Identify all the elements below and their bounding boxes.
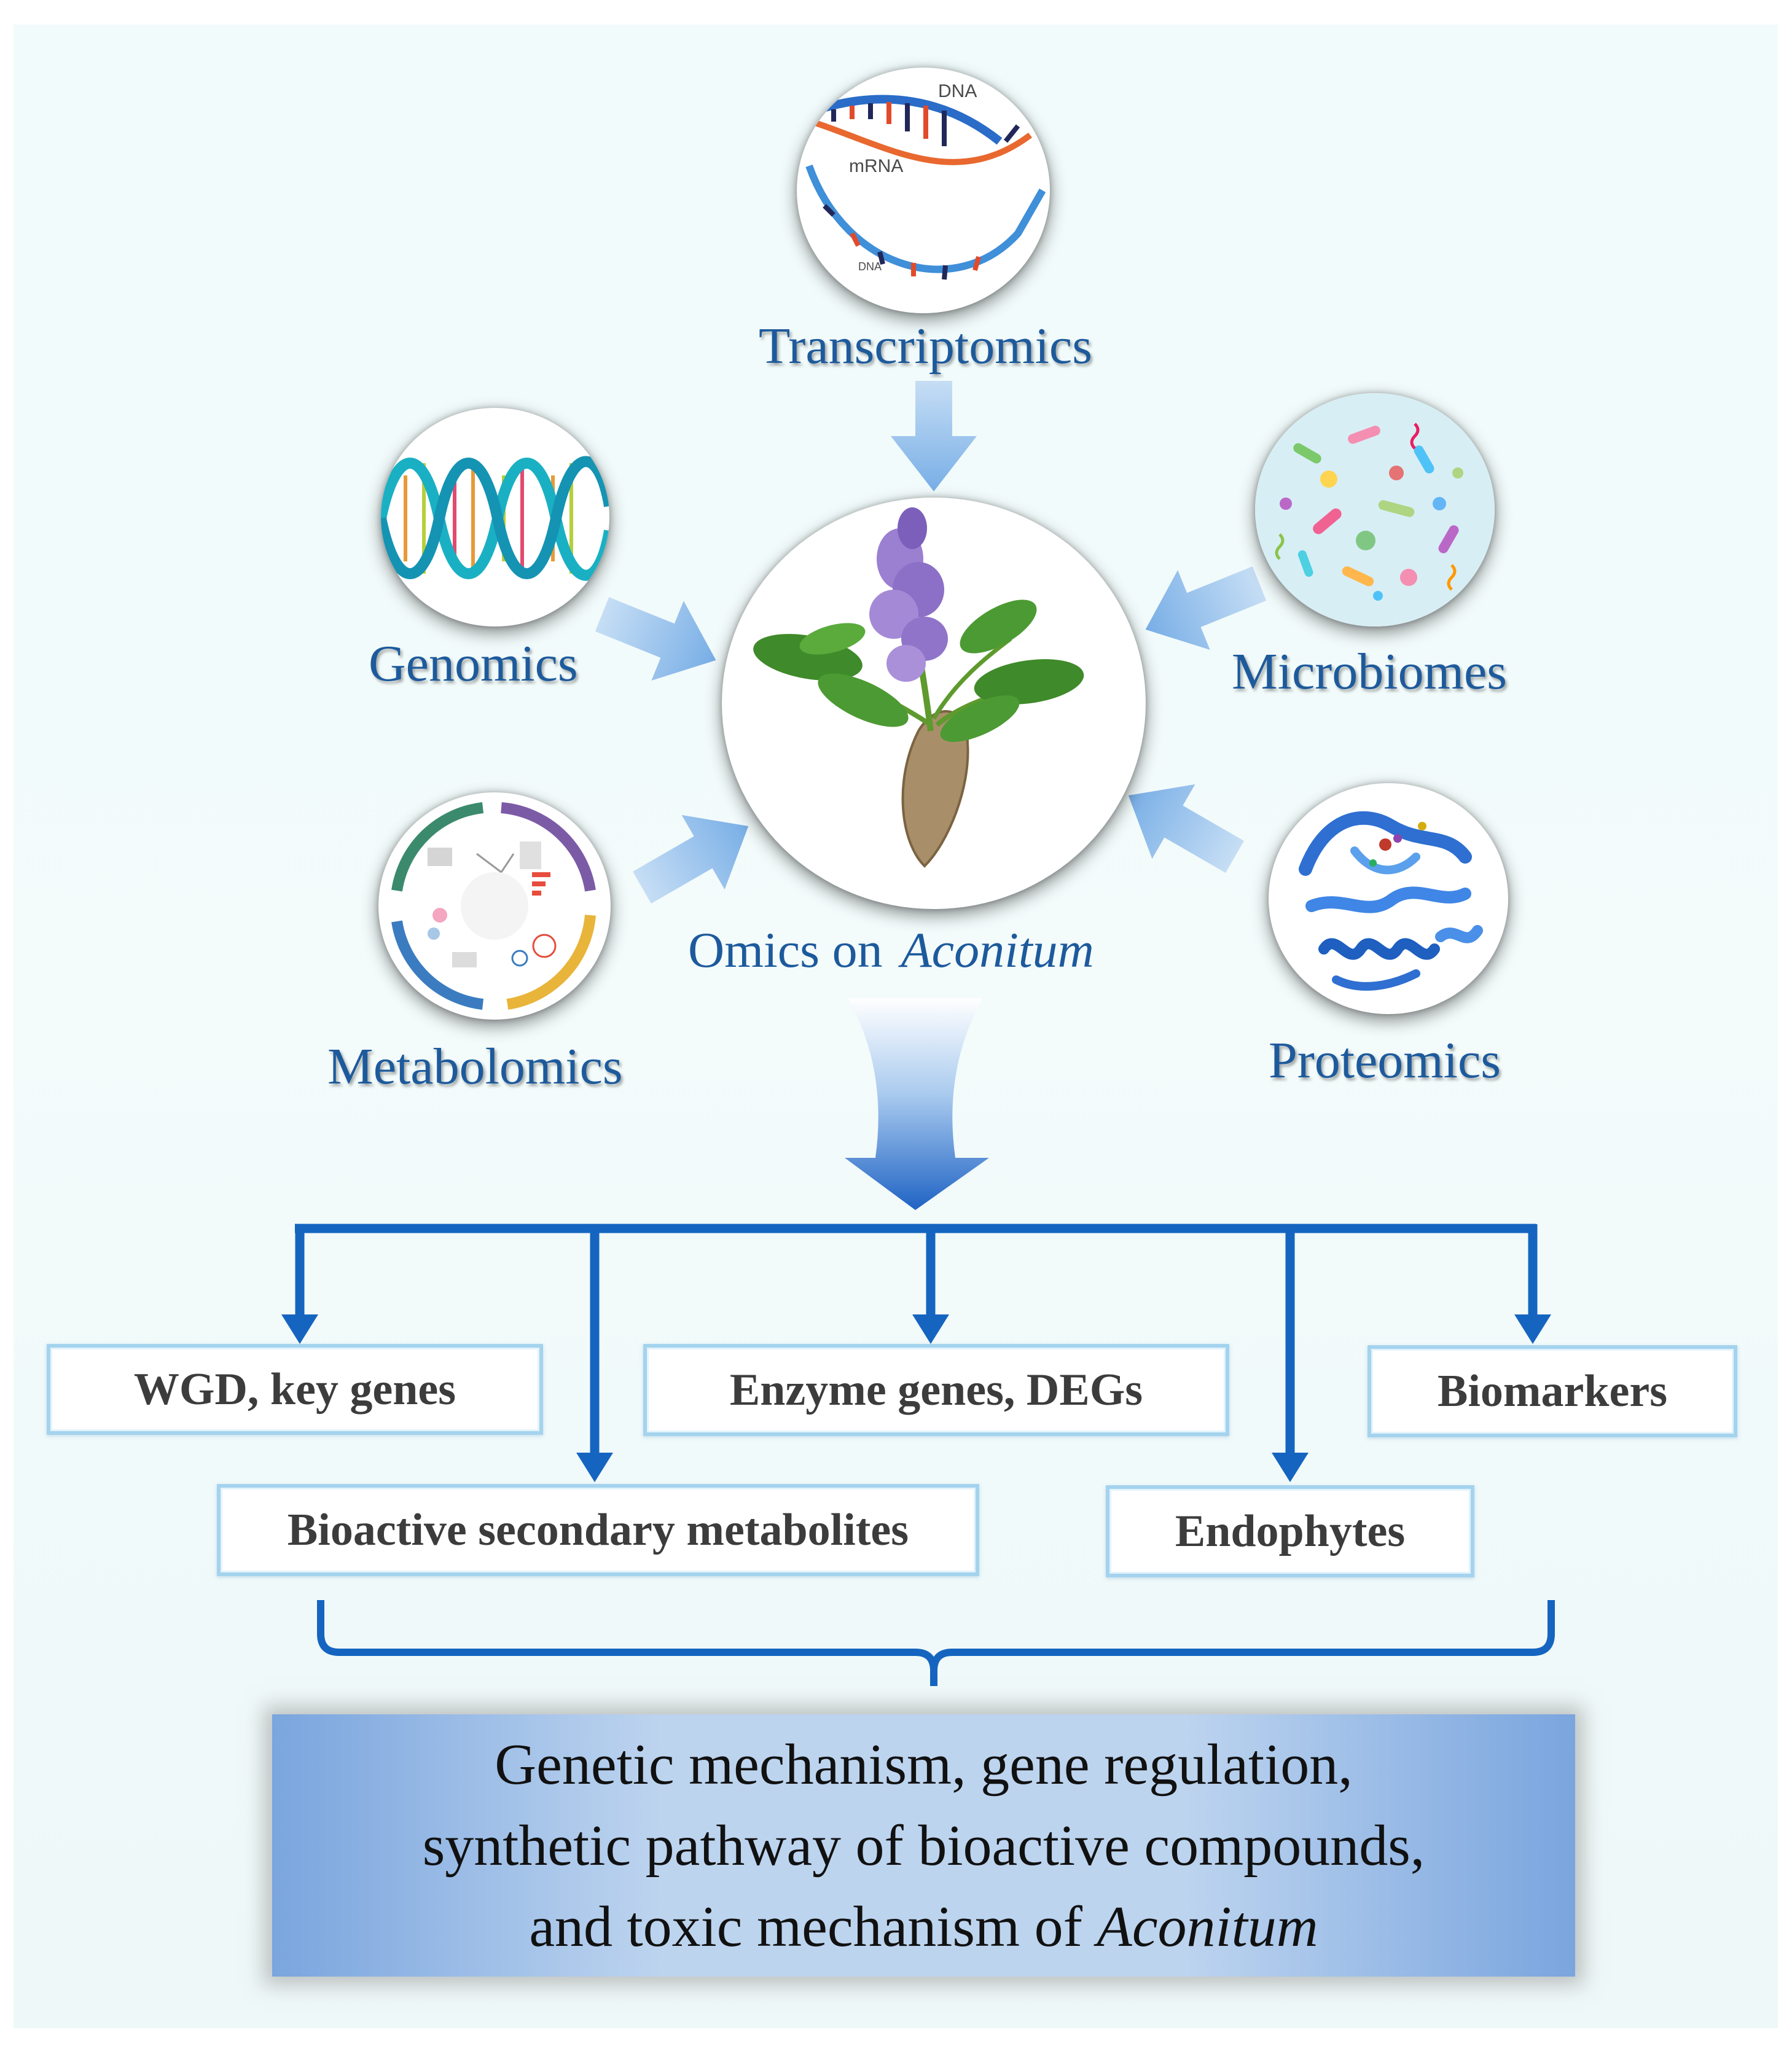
microbiomes-image xyxy=(1255,393,1495,627)
transcriptomics-label: Transcriptomics xyxy=(759,318,1092,375)
main-down-arrow xyxy=(845,998,989,1210)
summary-line-2: synthetic pathway of bioactive compounds… xyxy=(422,1813,1425,1878)
center-label-genus: Aconitum xyxy=(901,922,1094,978)
outcome-box-wgd-key-genes: WGD, key genes xyxy=(47,1344,543,1435)
summary-bracket xyxy=(317,1600,1555,1686)
arrow-from-proteomics xyxy=(1128,784,1244,873)
mrna-label: mRNA xyxy=(849,156,903,176)
proteomics-image xyxy=(1269,783,1508,1014)
arrow-from-microbiomes xyxy=(1145,566,1267,650)
protein-structure-icon xyxy=(1299,811,1483,991)
microbiomes-label: Microbiomes xyxy=(1232,643,1507,700)
outcome-box-enzyme-genes-degs: Enzyme genes, DEGs xyxy=(643,1344,1229,1436)
genomics-image xyxy=(381,408,609,627)
outcome-box-bioactive-metabolites: Bioactive secondary metabolites xyxy=(217,1484,979,1576)
center-label-prefix: Omics on xyxy=(688,922,883,978)
dna-helix-icon xyxy=(805,95,1046,280)
arrow-from-metabolomics xyxy=(633,814,749,904)
metabolomics-wheel-icon xyxy=(391,802,596,1010)
arrow-from-genomics xyxy=(595,597,716,681)
proteomics-label: Proteomics xyxy=(1269,1032,1501,1089)
microbe-icon xyxy=(1275,423,1463,601)
summary-box: Genetic mechanism, gene regulation, synt… xyxy=(272,1714,1575,1977)
summary-line-3-genus: Aconitum xyxy=(1097,1894,1318,1959)
outcome-box-endophytes: Endophytes xyxy=(1106,1485,1474,1577)
genomics-label: Genomics xyxy=(369,635,578,692)
distribution-connectors xyxy=(295,1224,1538,1453)
center-label: Omics on Aconitum xyxy=(688,921,1094,979)
aconitum-plant-icon xyxy=(753,507,1084,868)
summary-line-3-prefix: and toxic mechanism of xyxy=(529,1894,1097,1959)
aconitum-image xyxy=(722,498,1146,909)
transcriptomics-image: DNA mRNA DNA xyxy=(797,68,1050,313)
summary-line-3: and toxic mechanism of Aconitum xyxy=(529,1886,1318,1967)
outcome-box-biomarkers: Biomarkers xyxy=(1367,1345,1737,1437)
dna-top-label: DNA xyxy=(938,81,977,101)
arrow-from-transcriptomics xyxy=(891,381,977,491)
connector-arrowheads xyxy=(281,1314,1551,1482)
dna-bottom-label: DNA xyxy=(858,260,882,273)
metabolomics-image xyxy=(378,792,611,1020)
double-helix-icon xyxy=(381,456,609,581)
summary-line-1: Genetic mechanism, gene regulation, xyxy=(495,1732,1353,1797)
metabolomics-label: Metabolomics xyxy=(327,1038,623,1095)
